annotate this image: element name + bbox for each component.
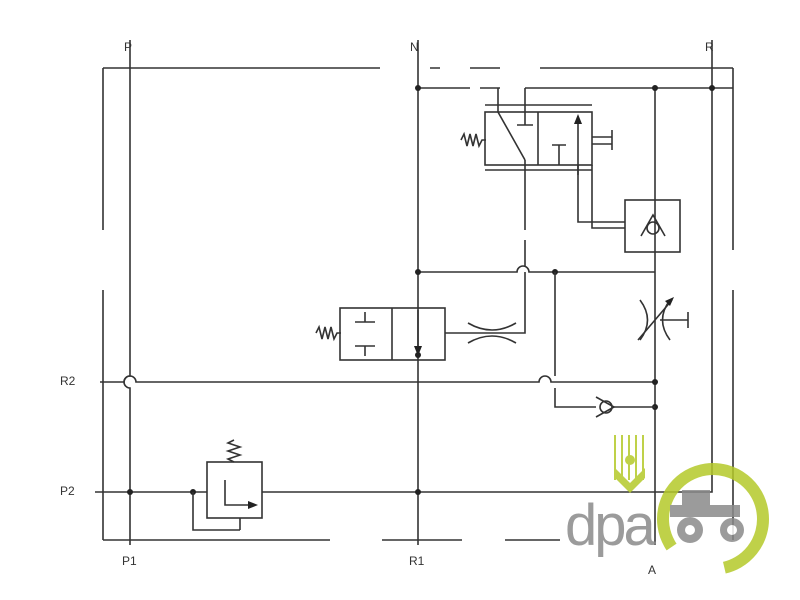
port-label-r1: R1 bbox=[409, 554, 425, 568]
directional-valve-top bbox=[460, 88, 625, 266]
logo-text: dpa bbox=[565, 493, 657, 558]
port-label-a: A bbox=[648, 563, 657, 577]
line-r2 bbox=[100, 375, 655, 383]
line-r bbox=[640, 40, 713, 493]
port-label-r: R bbox=[705, 40, 714, 54]
port-label-p2: P2 bbox=[60, 484, 75, 498]
line-p bbox=[123, 40, 131, 545]
pressure-relief-valve bbox=[192, 439, 263, 531]
port-label-r2: R2 bbox=[60, 374, 76, 388]
port-label-n: N bbox=[410, 40, 419, 54]
directional-valve-mid bbox=[315, 272, 655, 408]
port-label-p1: P1 bbox=[122, 554, 137, 568]
frame-boundary bbox=[102, 67, 734, 541]
shuttle-valve bbox=[624, 199, 681, 253]
check-valve bbox=[595, 396, 616, 418]
line-mid bbox=[418, 265, 655, 273]
port-label-p: P bbox=[124, 40, 133, 54]
dpa-logo: dpa bbox=[565, 435, 769, 575]
junction-dots bbox=[127, 85, 715, 495]
adjustable-throttle bbox=[637, 297, 689, 341]
